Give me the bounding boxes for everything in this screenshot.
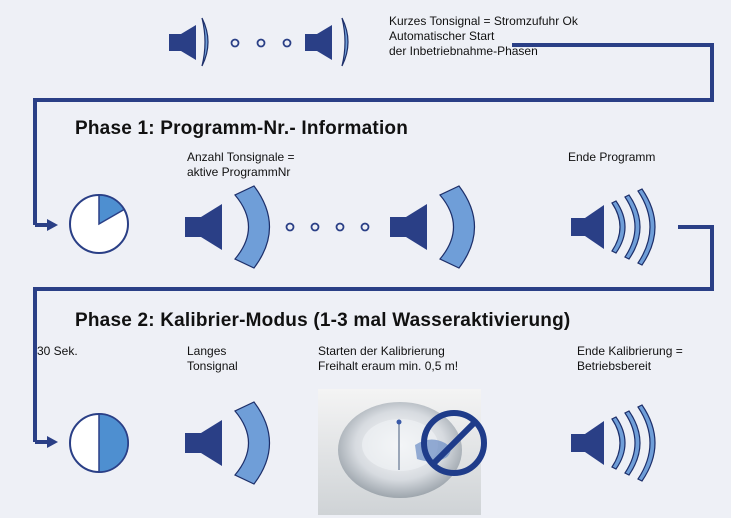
calibration-photo — [318, 389, 487, 515]
phase1-speaker-wide-2 — [390, 185, 476, 269]
phase2-end-line2: Betriebsbereit — [577, 359, 652, 373]
phase2-long-signal-line2: Tonsignal — [187, 359, 238, 373]
arrow-head-icon — [47, 219, 58, 231]
phase2-long-signal-speaker-icon — [185, 401, 271, 485]
speaker-icon — [305, 17, 349, 67]
phase2-title: Phase 2: Kalibrier-Modus (1-3 mal Wasser… — [75, 310, 571, 331]
dot-icon — [282, 38, 292, 48]
dot-icon — [230, 38, 240, 48]
phase1-count-label-line2: aktive ProgrammNr — [187, 165, 291, 179]
header-line1: Kurzes Tonsignal = Stromzufuhr Ok — [389, 14, 578, 28]
dot-icon — [256, 38, 266, 48]
phase1-end-speaker-icon — [571, 188, 656, 266]
phase2-calib-line2: Freihalt eraum min. 0,5 m! — [318, 359, 459, 373]
phase2-end-line1: Ende Kalibrierung = — [577, 344, 683, 358]
phase1-dots — [285, 222, 370, 232]
phase2-timer-icon — [69, 413, 129, 473]
phase2-timer-label: 30 Sek. — [37, 344, 78, 358]
dot-icon — [360, 222, 370, 232]
phase1-title: Phase 1: Programm-Nr.- Information — [75, 118, 409, 139]
connector-middle — [33, 225, 714, 448]
header-line2: Automatischer Start — [389, 29, 495, 43]
phase2-long-signal-line1: Langes — [187, 344, 227, 358]
phase1-timer-icon — [69, 194, 129, 254]
phase2-end-speaker-icon — [571, 404, 656, 482]
connector-top — [33, 43, 714, 231]
phase1-speaker-wide-1 — [185, 185, 271, 269]
dot-icon — [285, 222, 295, 232]
short-signal-group — [169, 17, 349, 67]
dot-icon — [335, 222, 345, 232]
speaker-icon — [169, 17, 209, 67]
arrow-head-icon — [47, 436, 58, 448]
prohibition-icon — [421, 410, 487, 476]
dot-icon — [310, 222, 320, 232]
header-line3: der Inbetriebnahme-Phasen — [389, 44, 538, 58]
phase1-count-label-line1: Anzahl Tonsignale = — [187, 150, 295, 164]
phase2-calib-line1: Starten der Kalibrierung — [318, 344, 445, 358]
phase1-end-label: Ende Programm — [568, 150, 656, 164]
